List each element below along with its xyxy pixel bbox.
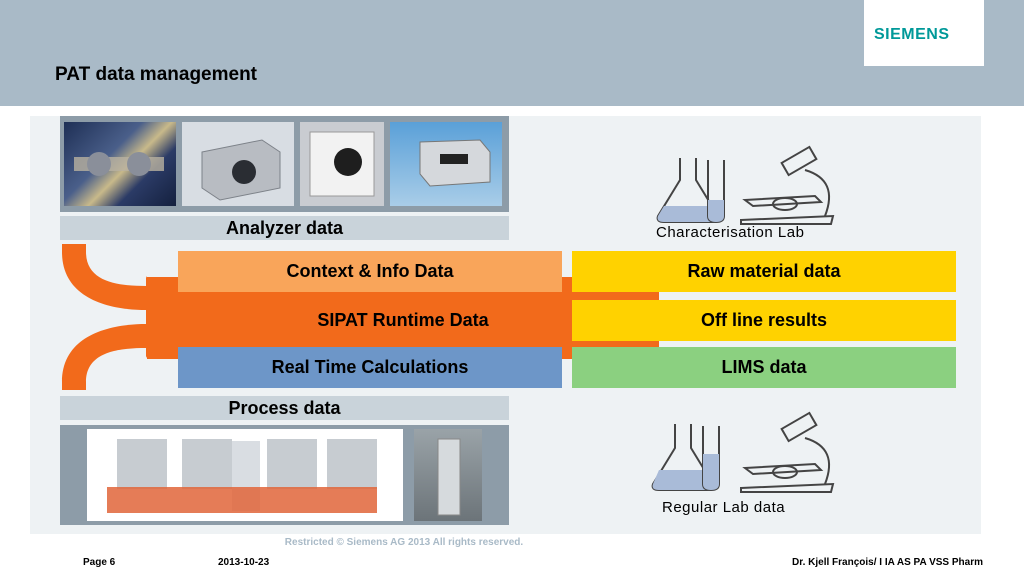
flask-icon xyxy=(656,158,725,224)
analyzer-photo-1 xyxy=(64,122,176,206)
flask-icon xyxy=(651,424,720,492)
fermenter-icon xyxy=(437,438,461,516)
analyzer-photo-strip xyxy=(60,116,509,212)
header-band xyxy=(0,0,1024,106)
raw-material-box: Raw material data xyxy=(572,251,956,292)
regular-lab-label: Regular Lab data xyxy=(662,499,786,516)
microscope-icon xyxy=(740,145,835,225)
logo-text: SIEMENS xyxy=(874,26,950,43)
spectrometer-icon xyxy=(419,139,491,187)
analyzer-data-label: Analyzer data xyxy=(225,218,344,238)
page-title: PAT data management xyxy=(55,64,258,85)
process-data-label: Process data xyxy=(228,398,341,418)
analyzer-data-bar: Analyzer data xyxy=(60,216,509,240)
page-number: Page 6 xyxy=(83,557,116,568)
context-info-box: Context & Info Data xyxy=(178,251,562,292)
process-data-bar: Process data xyxy=(60,396,509,420)
footer-date: 2013-10-23 xyxy=(218,557,270,568)
process-photo-strip xyxy=(60,425,509,525)
lims-data-box: LIMS data xyxy=(572,347,956,388)
bioreactor-icon xyxy=(107,439,377,513)
microscope-icon xyxy=(740,411,835,493)
siemens-logo: SIEMENS xyxy=(864,0,984,66)
real-time-calculations-box: Real Time Calculations xyxy=(178,347,562,388)
footer-author: Dr. Kjell François/ I IA AS PA VSS Pharm xyxy=(792,557,983,568)
probe-icon xyxy=(74,152,164,176)
analyzer-photo-3 xyxy=(300,122,384,206)
restricted-notice: Restricted © Siemens AG 2013 All rights … xyxy=(284,537,524,548)
arrow-icon xyxy=(62,244,158,390)
bioreactor-photo-2 xyxy=(414,429,482,521)
sipat-runtime-label: SIPAT Runtime Data xyxy=(317,310,489,330)
camera-analyzer-icon xyxy=(309,131,375,197)
characterisation-lab-label: Characterisation Lab xyxy=(656,224,805,241)
offline-results-box: Off line results xyxy=(572,300,956,341)
analyzer-box-icon xyxy=(201,139,281,201)
analyzer-photo-2 xyxy=(182,122,294,206)
analyzer-photo-4 xyxy=(390,122,502,206)
bioreactor-photo-1 xyxy=(87,429,403,521)
